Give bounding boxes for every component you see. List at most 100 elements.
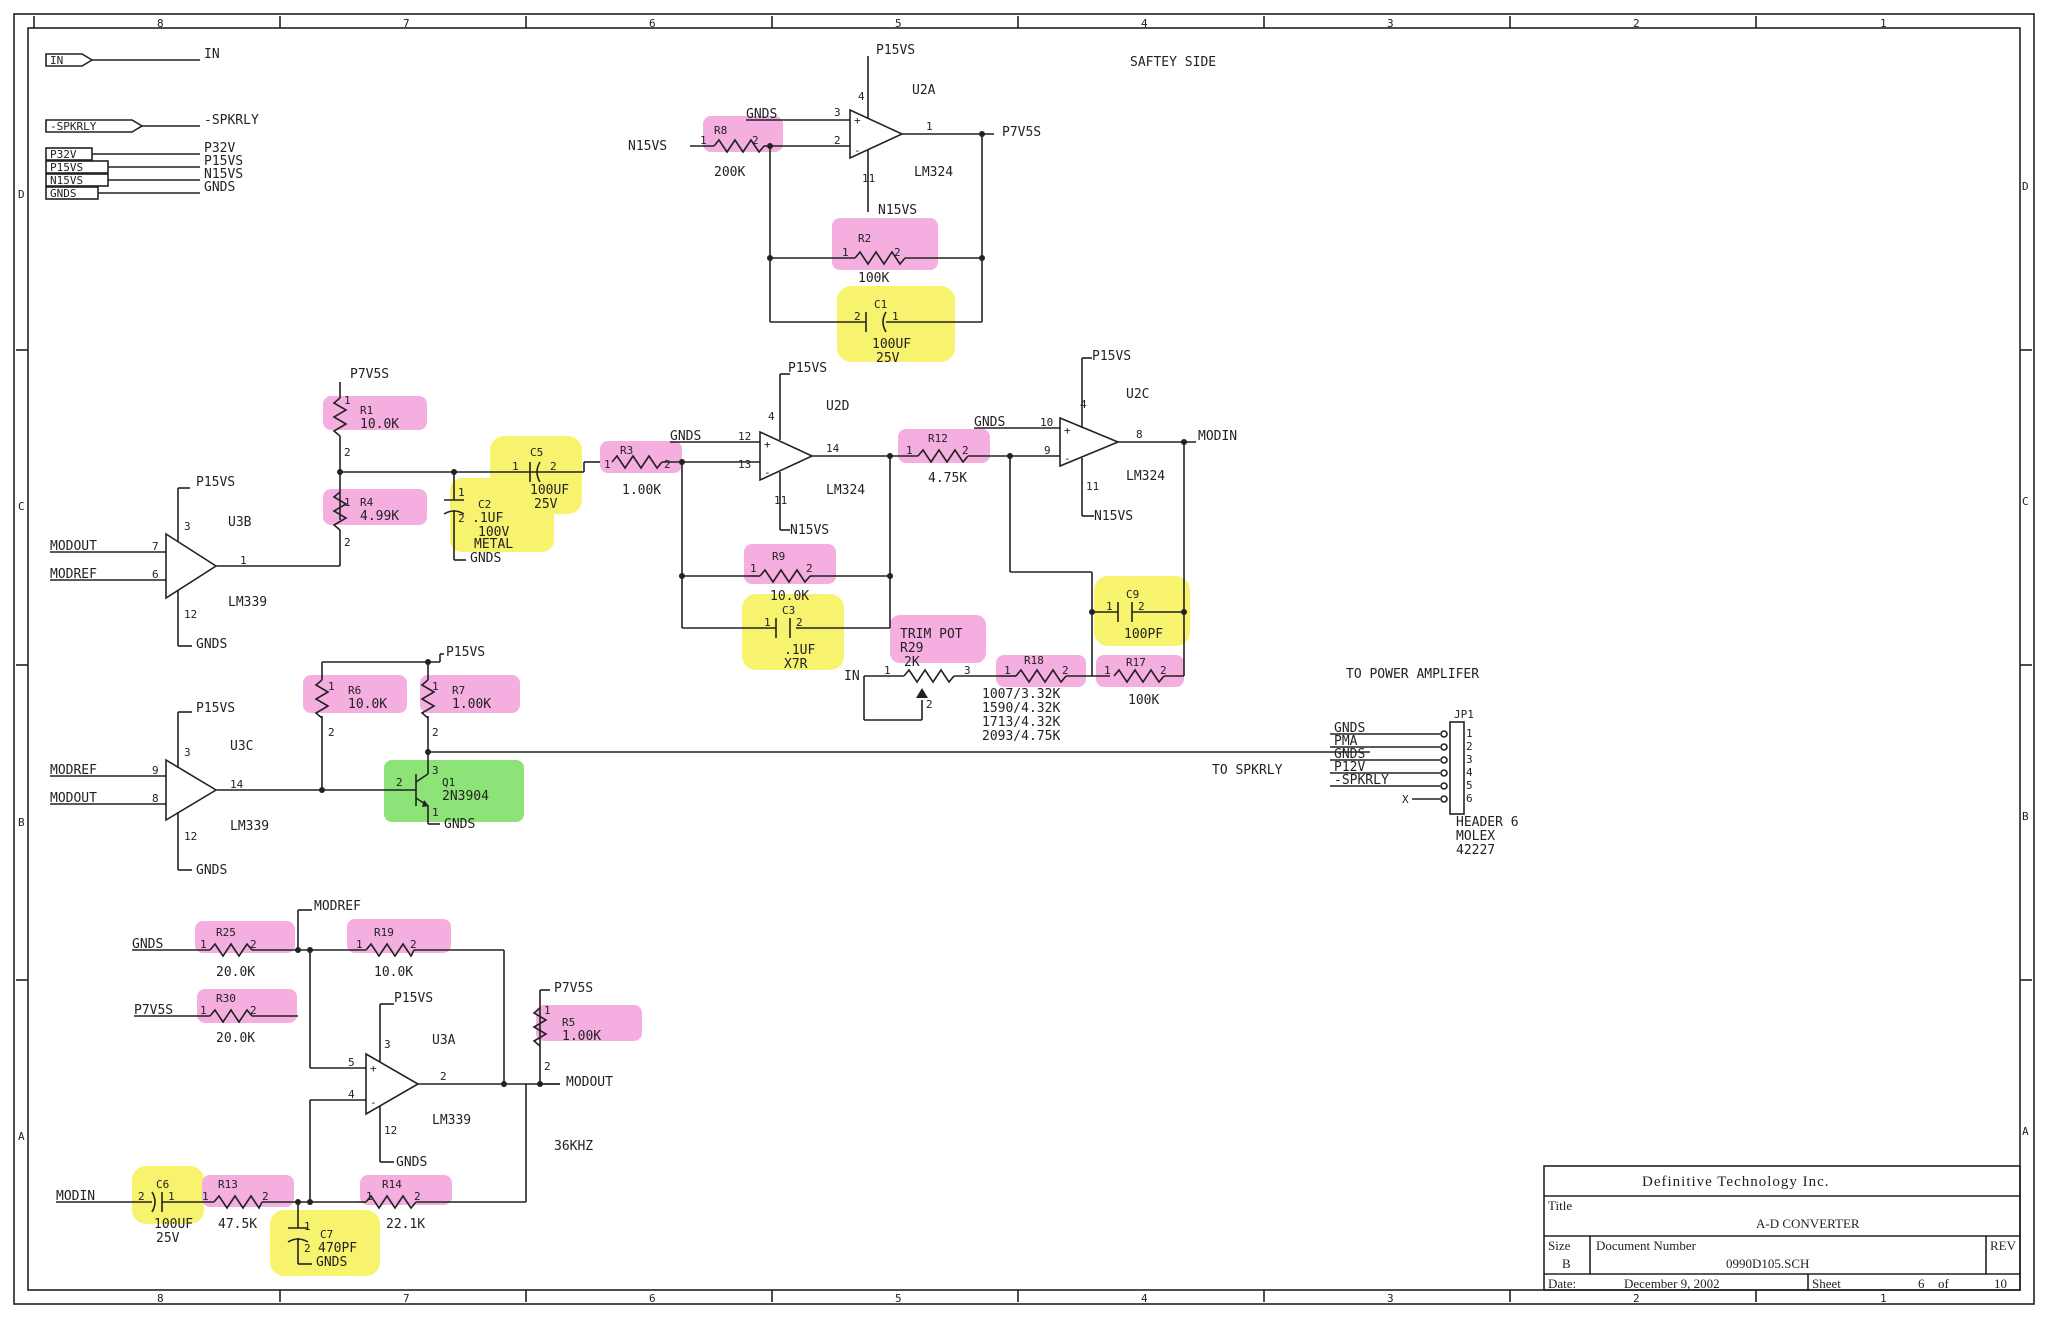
ref-designator: U3B	[228, 515, 252, 530]
highlight-r12	[898, 429, 990, 463]
resistor-r3: 1 2 R3 1.00K	[583, 444, 760, 498]
net-label: MODREF	[50, 763, 97, 778]
pin-number: 1	[884, 664, 891, 677]
border-column-labels: 8 7 6 5 4 3 2 1 8 7 6 5 4 3 2 1 D C B A …	[18, 17, 2029, 1305]
docnum-label: Document Number	[1596, 1238, 1697, 1253]
pin-number: 2	[926, 698, 933, 711]
ref-designator: C2	[478, 498, 491, 511]
column-label: 4	[1141, 1292, 1148, 1305]
type: TRIM POT	[900, 627, 963, 642]
pin-number: 7	[152, 540, 159, 553]
supply-label: P15VS	[788, 361, 827, 376]
pin-number: 13	[738, 458, 751, 471]
supply-label: P15VS	[1092, 349, 1131, 364]
pin-net: GNDS	[1334, 747, 1365, 762]
part-number: LM339	[228, 595, 267, 610]
pin-number: 3	[834, 106, 841, 119]
net-label: IN	[204, 47, 220, 62]
value: 20.0K	[216, 965, 255, 980]
pin-number: 1	[202, 1190, 209, 1203]
port-label: IN	[50, 54, 63, 67]
pin-number: 1	[764, 616, 771, 629]
value: 4.75K	[928, 471, 967, 486]
ref-designator: R17	[1126, 656, 1146, 669]
pin-number: 2	[250, 938, 257, 951]
header-desc: HEADER 6	[1456, 815, 1519, 830]
highlight-r3	[600, 441, 682, 473]
value: 10.0K	[374, 965, 413, 980]
resistor-r5: P7V5S 1 2 R5 1.00K	[532, 981, 601, 1073]
supply-label: GNDS	[396, 1155, 427, 1170]
pin-number: 2	[432, 726, 439, 739]
supply-label: GNDS	[196, 637, 227, 652]
pin-number: 3	[1466, 753, 1473, 766]
size-value: B	[1562, 1256, 1571, 1271]
pin-number: 14	[826, 442, 840, 455]
pin-number: 12	[184, 830, 197, 843]
ref-designator: R2	[858, 232, 871, 245]
type: X7R	[784, 657, 808, 672]
net-label: MODOUT	[566, 1075, 613, 1090]
pin-number: 1	[168, 1190, 175, 1203]
pin-number: 3	[432, 764, 439, 777]
value: 1.00K	[562, 1029, 601, 1044]
type: METAL	[474, 537, 513, 552]
svg-text:-: -	[1064, 452, 1071, 465]
pin-number: 1	[240, 554, 247, 567]
ref-designator: R7	[452, 684, 465, 697]
supply-label: GNDS	[196, 863, 227, 878]
column-label: 7	[403, 17, 410, 30]
part-number: LM339	[230, 819, 269, 834]
pin-number: 9	[152, 764, 159, 777]
net-label: N15VS	[628, 139, 667, 154]
highlight-c2	[450, 478, 554, 552]
highlight-r19	[347, 919, 451, 953]
value: 10.0K	[348, 697, 387, 712]
resistor-r13: 1 2 R13 47.5K	[202, 1178, 290, 1232]
capacitor-c6: MODIN 2 1 C6 100UF 25V	[56, 1178, 214, 1246]
highlight-r14	[360, 1175, 452, 1205]
supply-label: GNDS	[470, 551, 501, 566]
pin-number: 2	[396, 776, 403, 789]
net-label: MODOUT	[50, 791, 97, 806]
value: 100K	[858, 271, 889, 286]
column-label: 3	[1387, 17, 1394, 30]
ref-designator: C5	[530, 446, 543, 459]
pin-number: 2	[854, 310, 861, 323]
ref-designator: R4	[360, 496, 374, 509]
value: 4.99K	[360, 509, 399, 524]
highlight-r5	[536, 1005, 642, 1041]
pin-number: 6	[1466, 792, 1473, 805]
svg-text:-: -	[764, 466, 771, 479]
pin-number: 1	[1466, 727, 1473, 740]
column-label: 6	[649, 1292, 656, 1305]
ref-designator: U3C	[230, 739, 253, 754]
value: .1UF	[472, 511, 503, 526]
net-label: IN	[844, 669, 860, 684]
pin-number: 5	[348, 1056, 355, 1069]
column-label: 6	[649, 17, 656, 30]
value: 200K	[714, 165, 745, 180]
title-label: Title	[1548, 1198, 1572, 1213]
ref-designator: R3	[620, 444, 633, 457]
supply-label: P15VS	[446, 645, 485, 660]
row-label: D	[18, 188, 25, 201]
pin-number: 1	[1106, 600, 1113, 613]
port-label: N15VS	[50, 174, 83, 187]
ref-designator: Q1	[442, 776, 455, 789]
pin-number: 3	[964, 664, 971, 677]
port-label: P15VS	[50, 161, 83, 174]
pin-number: 2	[1062, 664, 1069, 677]
value: 1590/4.32K	[982, 701, 1060, 716]
column-label: 7	[403, 1292, 410, 1305]
highlight-r8	[703, 116, 783, 152]
svg-text:+: +	[1064, 424, 1071, 437]
pin-number: 2	[328, 726, 335, 739]
pin-number: 1	[906, 444, 913, 457]
pin-number: 1	[700, 134, 707, 147]
value: 100UF	[154, 1217, 193, 1232]
pin-number: 12	[384, 1124, 397, 1137]
resistor-r12: 1 2 R12 4.75K	[900, 432, 1060, 486]
column-label: 2	[1633, 1292, 1640, 1305]
